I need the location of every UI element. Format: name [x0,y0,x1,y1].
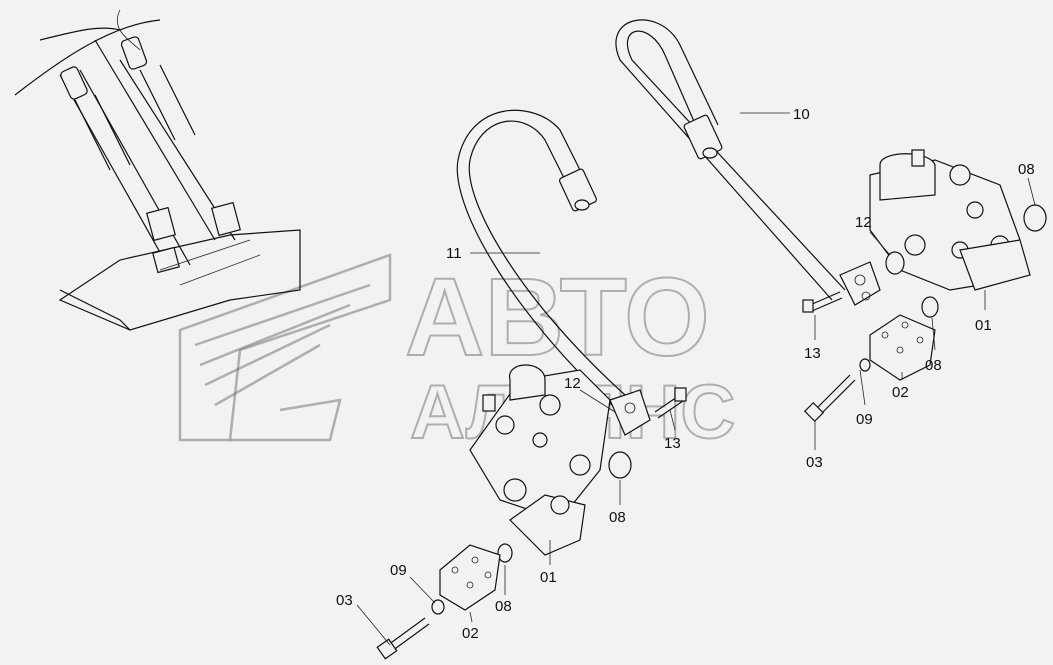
o-ring-08-left-top [608,451,632,479]
watermark-logo [178,253,392,442]
callout-02-left: 02 [462,625,479,642]
boom-cylinder-inset [14,9,301,331]
pipe-10 [615,19,846,301]
callout-10: 10 [793,106,810,123]
callout-11: 11 [446,245,462,262]
callout-02-right: 02 [892,384,909,401]
o-ring-08-left [497,543,513,563]
callout-01-right: 01 [975,317,992,334]
bolt-13-right [802,291,843,313]
callout-labels: 10 08 12 11 01 13 08 12 02 13 09 03 08 0… [336,106,1035,642]
watermark-line1: АВТО [405,256,710,379]
bolt-03-right [803,374,856,423]
callout-09-right: 09 [856,411,873,428]
valve-assembly-right [839,149,1031,306]
flange-02-right [869,314,936,381]
callout-08-right-top: 08 [1018,161,1035,178]
callout-08-right: 08 [925,357,942,374]
callout-09-left: 09 [390,562,407,579]
callout-03-right: 03 [806,454,823,471]
callout-12-right: 12 [855,214,872,231]
callout-13-left: 13 [664,435,681,452]
bolt-03-left [376,617,430,660]
washer-09-left [431,599,445,615]
leader-lines [356,112,1036,646]
flange-02-left [439,544,501,611]
callout-08-left: 08 [495,598,512,615]
pipe-11 [456,109,626,406]
o-ring-12-right [885,251,905,275]
valve-assembly-left [469,364,651,556]
callout-13-right: 13 [804,345,821,362]
washer-09-right [859,358,871,372]
callout-01-left: 01 [540,569,557,586]
callout-08-left-top: 08 [609,509,626,526]
o-ring-08-right-top [1023,204,1047,232]
callout-03-left: 03 [336,592,353,609]
bolt-13-left [654,387,687,419]
o-ring-08-right [921,296,939,318]
callout-12-left: 12 [564,375,581,392]
